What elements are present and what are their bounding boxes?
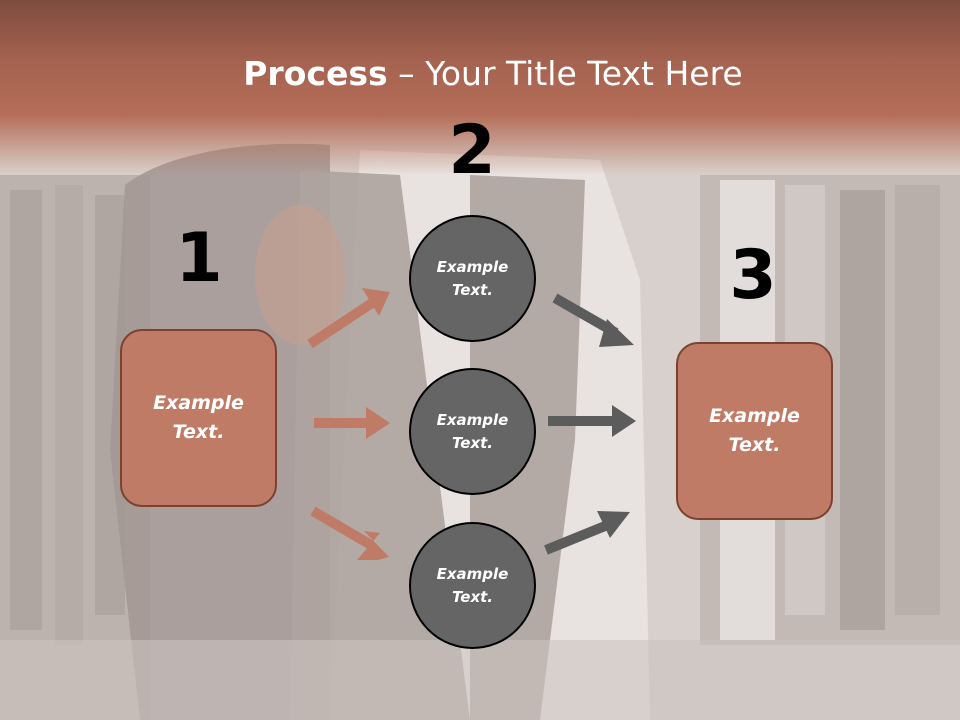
title-bold: Process	[243, 54, 388, 93]
arrow-in-middle	[314, 407, 390, 439]
step-number-1: 1	[175, 219, 223, 298]
step-1-label: Example Text.	[153, 392, 244, 443]
arrow-in-bottom	[310, 506, 389, 560]
circle-2-label: Example Text.	[436, 410, 509, 452]
circle-3: Example Text.	[409, 522, 536, 649]
circle-1: Example Text.	[409, 215, 536, 342]
title-band	[0, 0, 960, 175]
title-rest: – Your Title Text Here	[387, 54, 743, 93]
circle-1-label: Example Text.	[436, 257, 509, 299]
step-3-box: Example Text.	[676, 342, 833, 520]
slide-title: Process – Your Title Text Here	[0, 52, 960, 96]
arrow-in-top	[307, 288, 390, 349]
step-1-box: Example Text.	[120, 329, 277, 507]
step-number-3: 3	[729, 236, 777, 315]
step-number-2: 2	[448, 111, 496, 190]
arrow-out-bottom	[544, 511, 630, 555]
arrow-out-top	[552, 293, 634, 347]
circle-3-label: Example Text.	[436, 564, 509, 606]
arrow-out-middle	[548, 405, 636, 437]
step-3-label: Example Text.	[709, 405, 800, 456]
circle-2: Example Text.	[409, 368, 536, 495]
